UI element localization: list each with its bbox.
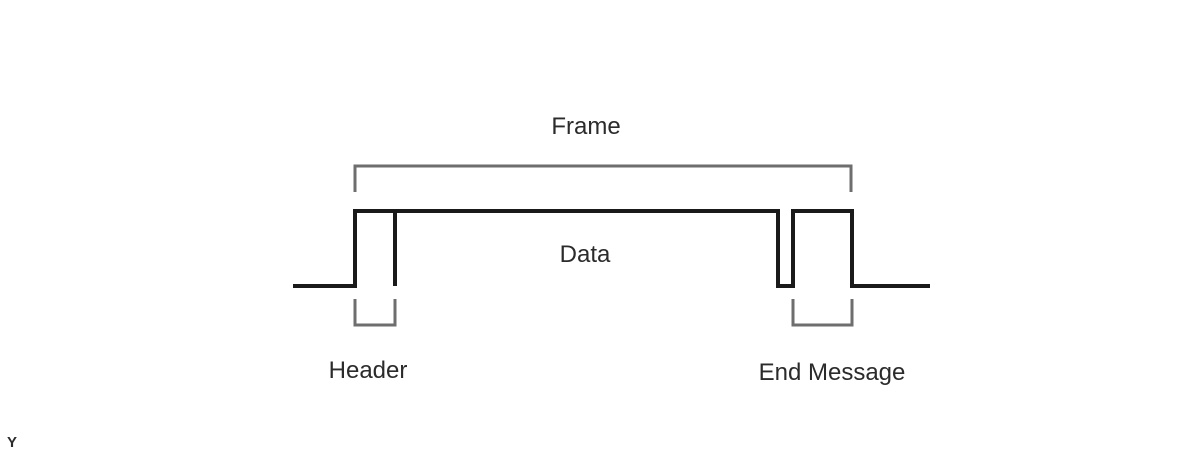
header-label: Header: [329, 357, 408, 384]
frame-label: Frame: [551, 113, 620, 140]
waveform-path: [293, 209, 930, 288]
end-message-label: End Message: [759, 359, 906, 386]
end-message-bracket: [791, 299, 854, 327]
corner-mark-y: Y: [7, 434, 17, 451]
frame-bracket: [353, 164, 853, 192]
header-bracket: [353, 299, 397, 327]
data-label: Data: [560, 241, 611, 268]
